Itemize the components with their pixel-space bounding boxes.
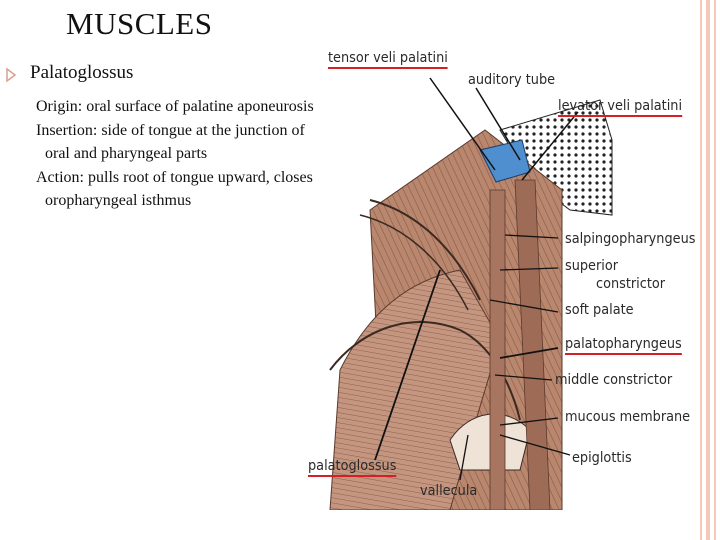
slide-border-decoration — [700, 0, 720, 540]
muscle-details: Origin: oral surface of palatine aponeur… — [36, 95, 321, 213]
label-salpingopharyngeus: salpingopharyngeus — [565, 231, 696, 247]
label-palatopharyngeus: palatopharyngeus — [565, 336, 682, 355]
label-vallecula: vallecula — [420, 483, 478, 499]
label-epiglottis: epiglottis — [572, 450, 632, 466]
label-superior: superior — [565, 258, 619, 274]
label-soft-palate: soft palate — [565, 302, 634, 318]
label-auditory-tube: auditory tube — [468, 72, 556, 88]
insertion-text: Insertion: side of tongue at the junctio… — [36, 121, 305, 163]
label-constrictor: constrictor — [596, 276, 666, 292]
action-text: Action: pulls root of tongue upward, clo… — [36, 168, 313, 210]
label-middle-constrictor: middle constrictor — [555, 372, 673, 388]
pharynx-muscles-illustration — [329, 77, 613, 510]
origin-text: Origin: oral surface of palatine aponeur… — [36, 98, 314, 115]
bullet-icon — [6, 68, 17, 82]
label-palatoglossus: palatoglossus — [308, 458, 397, 477]
slide-title: MUSCLES — [66, 6, 213, 41]
anatomy-figure: tensor veli palatini auditory tube levat… — [300, 40, 700, 510]
muscle-name-heading: Palatoglossus — [30, 62, 134, 83]
label-tensor-veli-palatini: tensor veli palatini — [328, 50, 448, 69]
label-levator-veli-palatini: levator veli palatini — [558, 98, 683, 117]
label-mucous-membrane: mucous membrane — [565, 409, 691, 425]
